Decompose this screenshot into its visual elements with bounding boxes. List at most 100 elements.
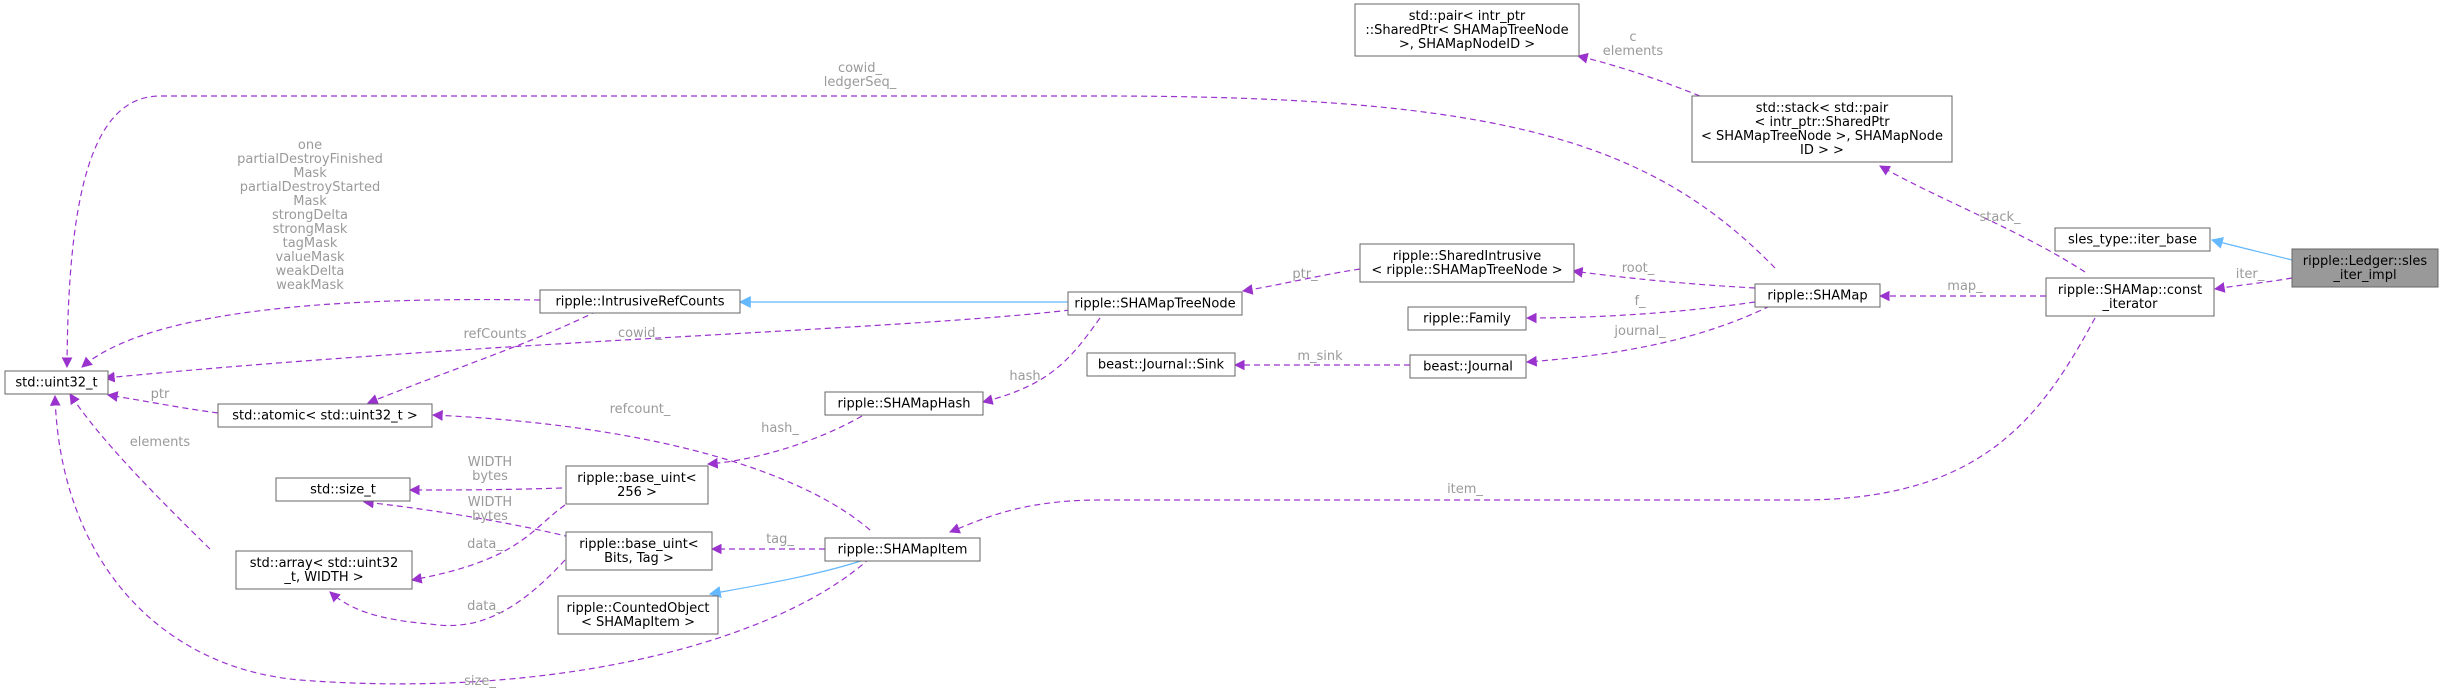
node-shared[interactable]: ripple::SharedIntrusive< ripple::SHAMapT…	[1359, 243, 1575, 283]
node-item-label-line: ripple::SHAMapItem	[838, 543, 968, 558]
edge-label-line: size_	[464, 674, 496, 689]
node-atomic-label-line: std::atomic< std::uint32_t >	[232, 409, 418, 424]
node-shared-label-line: < ripple::SHAMapTreeNode >	[1371, 263, 1562, 278]
node-base256-label-line: 256 >	[617, 485, 657, 500]
edge-label-line: weakMask	[276, 278, 344, 293]
edge-label-line: weakDelta	[276, 264, 345, 279]
edge-base256-size-t	[408, 484, 563, 496]
edge-label-line: map_	[1947, 279, 1983, 294]
node-constiter[interactable]: ripple::SHAMap::const_iterator	[2045, 277, 2215, 317]
node-shamap-label-line: ripple::SHAMap	[1767, 289, 1867, 304]
edge-label-line: data_	[467, 537, 503, 552]
node-array[interactable]: std::array< std::uint32_t, WIDTH >	[235, 550, 413, 590]
edge-treenode-cowid-uint32	[103, 309, 1071, 383]
edge-label-line: iter_	[2236, 267, 2265, 282]
node-sles-label-line: ripple::Ledger::sles	[2303, 254, 2428, 269]
edge-label-line: hash_	[761, 421, 799, 436]
edge-label-ptr-shared: ptr_	[1292, 267, 1318, 282]
node-size_t[interactable]: std::size_t	[275, 477, 411, 502]
edge-label-line: data_	[467, 599, 503, 614]
node-item[interactable]: ripple::SHAMapItem	[824, 537, 981, 562]
node-base256-box	[565, 465, 709, 505]
edge-label-line: item_	[1447, 482, 1483, 497]
node-uint32[interactable]: std::uint32_t	[4, 370, 109, 395]
edge-label-cowid-ledgerseq: cowid_ledgerSeq_	[824, 61, 897, 90]
node-stack-box	[1691, 95, 1953, 163]
edge-shamap-cowid-ledgerseq	[61, 95, 1776, 369]
edge-label-line: c	[1629, 30, 1636, 45]
edge-label-line: Mask	[293, 194, 327, 209]
edge-label-line: root_	[1622, 261, 1655, 276]
edge-label-line: Mask	[293, 166, 327, 181]
edge-label-line: refcount_	[610, 402, 671, 417]
node-item-box	[824, 537, 981, 562]
node-sink[interactable]: beast::Journal::Sink	[1086, 352, 1236, 377]
edge-item-refcount-atomic	[431, 410, 871, 531]
edge-label-size-item: size_	[464, 674, 496, 689]
node-family[interactable]: ripple::Family	[1407, 306, 1527, 331]
node-refcounts[interactable]: ripple::IntrusiveRefCounts	[539, 289, 741, 314]
edge-label-line: elements	[130, 435, 191, 450]
edge-label-line: strongDelta	[272, 208, 348, 223]
edge-basebits-data-array	[329, 559, 566, 627]
node-journal-box	[1409, 354, 1527, 379]
node-base256[interactable]: ripple::base_uint<256 >	[565, 465, 709, 505]
node-sles-box	[2291, 248, 2439, 288]
node-sink-box	[1086, 352, 1236, 377]
node-shared-label-line: ripple::SharedIntrusive	[1393, 249, 1541, 264]
edge-array-elements-uint32	[69, 393, 211, 550]
node-pair[interactable]: std::pair< intr_ptr::SharedPtr< SHAMapTr…	[1354, 3, 1580, 57]
edge-sles-inherits-iterbase	[2210, 237, 2293, 261]
edge-label-line: strongMask	[273, 222, 348, 237]
edge-label-line: tag_	[766, 532, 794, 547]
edge-label-hash-tree: hash	[1009, 369, 1040, 384]
edge-label-line: partialDestroyFinished	[237, 152, 383, 167]
edge-shared-ptr-treenode	[1241, 268, 1361, 295]
node-family-label-line: ripple::Family	[1423, 312, 1511, 327]
node-counted[interactable]: ripple::CountedObject< SHAMapItem >	[557, 595, 719, 635]
node-counted-label-line: < SHAMapItem >	[581, 615, 695, 630]
edge-shamap-f-family	[1525, 301, 1756, 324]
edge-label-iter: iter_	[2236, 267, 2265, 282]
node-treenode-label-line: ripple::SHAMapTreeNode	[1074, 297, 1235, 312]
node-sink-label-line: beast::Journal::Sink	[1098, 358, 1225, 373]
node-basebits-label-line: ripple::base_uint<	[579, 537, 698, 552]
node-pair-label-line: >, SHAMapNodeID >	[1399, 37, 1535, 52]
edge-label-line: ptr_	[1292, 267, 1318, 282]
node-stack-label-line: ID > >	[1800, 143, 1844, 158]
node-sles[interactable]: ripple::Ledger::sles_iter_impl	[2291, 248, 2439, 288]
edge-refcounts-uint32	[81, 298, 541, 368]
edge-label-data-256: data_	[467, 537, 503, 552]
node-size_t-label-line: std::size_t	[310, 483, 376, 498]
node-pair-box	[1354, 3, 1580, 57]
node-counted-label-line: ripple::CountedObject	[566, 601, 709, 616]
edge-label-journal: journal_	[1613, 324, 1666, 339]
node-shamap-box	[1754, 283, 1881, 308]
edge-label-line: partialDestroyStarted	[240, 180, 380, 195]
edge-label-cowid-tree: cowid_	[618, 326, 663, 341]
edge-label-line: WIDTH	[468, 495, 512, 510]
node-iterbase[interactable]: sles_type::iter_base	[2054, 227, 2211, 252]
node-atomic[interactable]: std::atomic< std::uint32_t >	[217, 403, 433, 428]
node-stack-label-line: < intr_ptr::SharedPtr	[1754, 115, 1890, 130]
edge-label-line: bytes	[472, 469, 508, 484]
node-basebits[interactable]: ripple::base_uint<Bits, Tag >	[565, 531, 713, 571]
node-iterbase-box	[2054, 227, 2211, 252]
edge-label-line: hash	[1009, 369, 1040, 384]
edge-sles-iter-constiter	[2213, 277, 2293, 293]
node-shamap[interactable]: ripple::SHAMap	[1754, 283, 1881, 308]
node-hash[interactable]: ripple::SHAMapHash	[824, 391, 984, 416]
node-journal[interactable]: beast::Journal	[1409, 354, 1527, 379]
node-stack[interactable]: std::stack< std::pair< intr_ptr::SharedP…	[1691, 95, 1953, 163]
edge-label-line: m_sink	[1297, 349, 1343, 364]
edge-label-root: root_	[1622, 261, 1655, 276]
edge-label-stack: stack_	[1979, 210, 2021, 225]
node-counted-box	[557, 595, 719, 635]
node-constiter-label-line: _iterator	[2102, 297, 2159, 312]
node-treenode[interactable]: ripple::SHAMapTreeNode	[1067, 291, 1243, 316]
edge-atomic-ptr-uint32	[106, 391, 219, 414]
node-base256-label-line: ripple::base_uint<	[577, 471, 696, 486]
